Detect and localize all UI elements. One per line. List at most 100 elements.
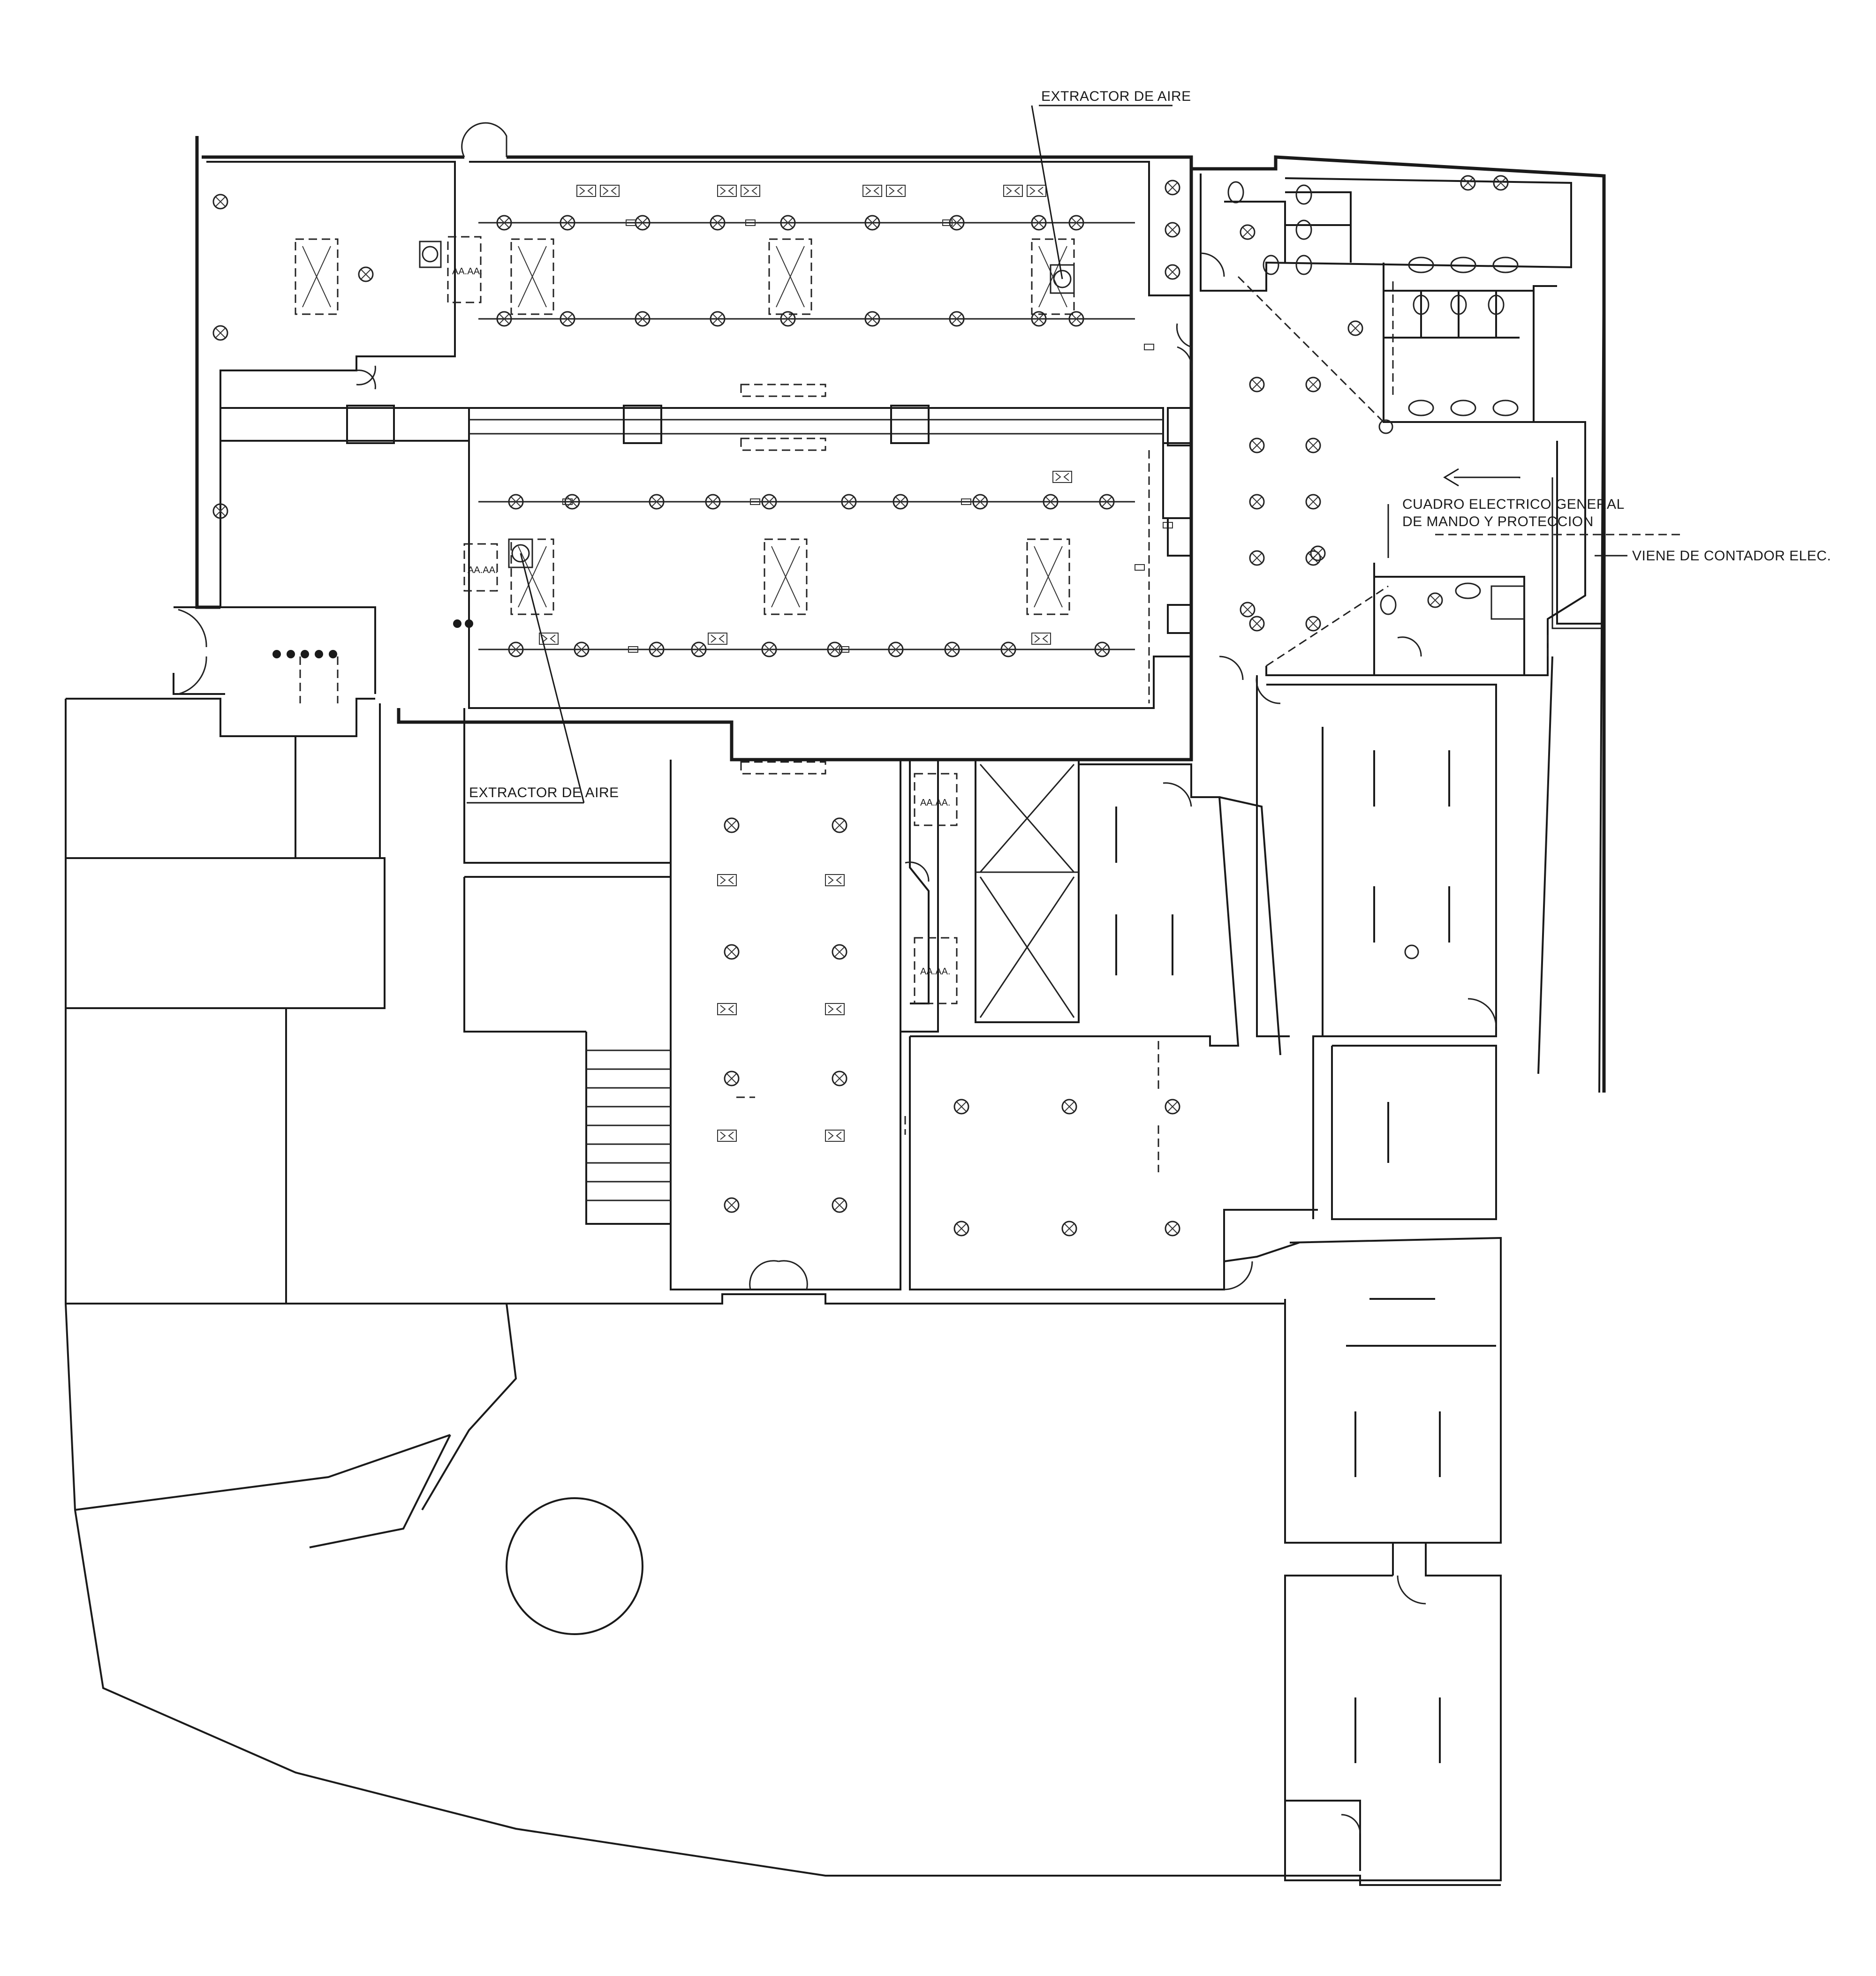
light-fixture-icon — [496, 215, 512, 231]
emergency-light-icon — [1031, 633, 1051, 645]
emergency-light-icon — [708, 633, 727, 645]
bollard-icon — [315, 650, 323, 658]
light-fixture-icon — [944, 641, 960, 657]
light-fixture-icon — [832, 1197, 847, 1213]
light-fixture-icon — [1061, 1221, 1077, 1237]
svg-text:AA.AA.: AA.AA. — [468, 565, 498, 575]
light-fixture-icon — [1310, 545, 1326, 561]
light-fixture-icon — [1061, 1099, 1077, 1115]
emergency-light-icon — [717, 1003, 737, 1015]
light-fixture-icon — [212, 503, 228, 519]
switch-icon — [750, 498, 760, 505]
diffuser-icon — [1031, 238, 1075, 315]
label-cuadro-line1: CUADRO ELECTRICO GENERAL — [1402, 497, 1625, 512]
light-fixture-icon — [1240, 602, 1256, 618]
switch-icon — [745, 219, 756, 226]
bollard-icon — [301, 650, 309, 658]
light-fixture-icon — [1305, 616, 1321, 632]
bollard-icon — [287, 650, 295, 658]
switch-icon — [1135, 564, 1145, 571]
light-fixture-icon — [864, 215, 880, 231]
fluorescent-tubes — [1115, 750, 1496, 1763]
switch-icon — [626, 219, 636, 226]
light-fixture-icon — [832, 1071, 847, 1086]
light-fixture-icon — [953, 1221, 969, 1237]
light-fixture-icon — [827, 641, 843, 657]
svg-text:AA.AA.: AA.AA. — [452, 266, 482, 277]
label-extractor-top: EXTRACTOR DE AIRE — [1041, 89, 1191, 104]
light-fixture-icon — [864, 311, 880, 327]
light-fixture-icon — [1249, 377, 1265, 392]
emergency-light-icon — [1003, 185, 1023, 197]
emergency-light-icon — [886, 185, 906, 197]
bollard-icon — [465, 619, 473, 628]
switch-icon — [942, 219, 953, 226]
bollard-icon — [453, 619, 461, 628]
light-fixture-icon — [1249, 437, 1265, 453]
light-fixture-icon — [724, 944, 740, 960]
light-fixture-icon — [761, 641, 777, 657]
aa-unit: AA.AA. — [447, 236, 482, 303]
light-fixture-icon — [574, 641, 590, 657]
switch-icon — [839, 646, 849, 653]
light-fixture-icon — [724, 817, 740, 833]
light-fixture-icon — [1099, 494, 1115, 510]
light-fixture-icon — [1031, 215, 1047, 231]
light-fixture-icon — [949, 311, 965, 327]
light-fixture-icon — [724, 1071, 740, 1086]
doors — [178, 122, 1497, 1834]
aa-units: AA.AA. AA.AA. AA.AA. AA.AA. — [447, 236, 958, 1004]
label-viene-contador: VIENE DE CONTADOR ELEC. — [1632, 548, 1831, 564]
light-fixture-icon — [832, 817, 847, 833]
light-fixture-icon — [1043, 494, 1059, 510]
light-fixture-icon — [1460, 175, 1476, 191]
switch-icon — [562, 498, 573, 505]
light-fixture-icon — [496, 311, 512, 327]
light-fixture-icon — [1165, 264, 1180, 280]
light-fixture-icon — [1240, 224, 1256, 240]
diffuser-icon — [295, 238, 339, 315]
extractor-units — [419, 241, 1075, 568]
lighting-circuits — [469, 222, 1163, 650]
light-fixture-icon — [841, 494, 857, 510]
light-fixture-icon — [212, 194, 228, 210]
light-fixture-icon — [780, 311, 796, 327]
light-fixture-icon — [1165, 222, 1180, 238]
light-fixture-icon — [710, 215, 726, 231]
light-fixture-icon — [508, 641, 524, 657]
light-fixture-icon — [1165, 1221, 1180, 1237]
emergency-light-icon — [825, 874, 845, 886]
light-fixture-icon — [705, 494, 721, 510]
light-fixture-icon — [1249, 550, 1265, 566]
light-fixture-icon — [1427, 592, 1443, 608]
emergency-light-icon — [717, 185, 737, 197]
sanitary-fixtures — [1227, 181, 1525, 620]
ceiling-diffusers — [295, 238, 1075, 615]
light-fixture-icon — [212, 325, 228, 341]
switch-icon — [628, 646, 638, 653]
emergency-light-icon — [1027, 185, 1046, 197]
label-extractor-left: EXTRACTOR DE AIRE — [469, 785, 619, 800]
aa-unit: AA.AA. — [914, 773, 958, 826]
light-fixture-icon — [1305, 437, 1321, 453]
light-fixture-icon — [649, 494, 665, 510]
annotations: EXTRACTOR DE AIRE EXTRACTOR DE AIRE CUAD… — [467, 89, 1831, 804]
diffuser-icon — [764, 538, 808, 615]
light-fixture-icon — [1068, 215, 1084, 231]
emergency-light-icon — [539, 633, 559, 645]
diffuser-icon — [768, 238, 812, 315]
emergency-light-icon — [862, 185, 882, 197]
light-fixture-icon — [1094, 641, 1110, 657]
light-fixture-icon — [710, 311, 726, 327]
light-fixture-icon — [358, 266, 374, 282]
light-fixture-icon — [560, 311, 575, 327]
aa-unit: AA.AA. — [463, 543, 498, 592]
emergency-light-icon — [717, 1130, 737, 1142]
switch-icon — [1144, 344, 1154, 350]
light-fixture-icon — [949, 215, 965, 231]
emergency-light-icon — [825, 1003, 845, 1015]
svg-text:AA.AA.: AA.AA. — [920, 798, 950, 808]
emergency-light-icon — [1052, 471, 1072, 483]
light-fixture-icon — [953, 1099, 969, 1115]
